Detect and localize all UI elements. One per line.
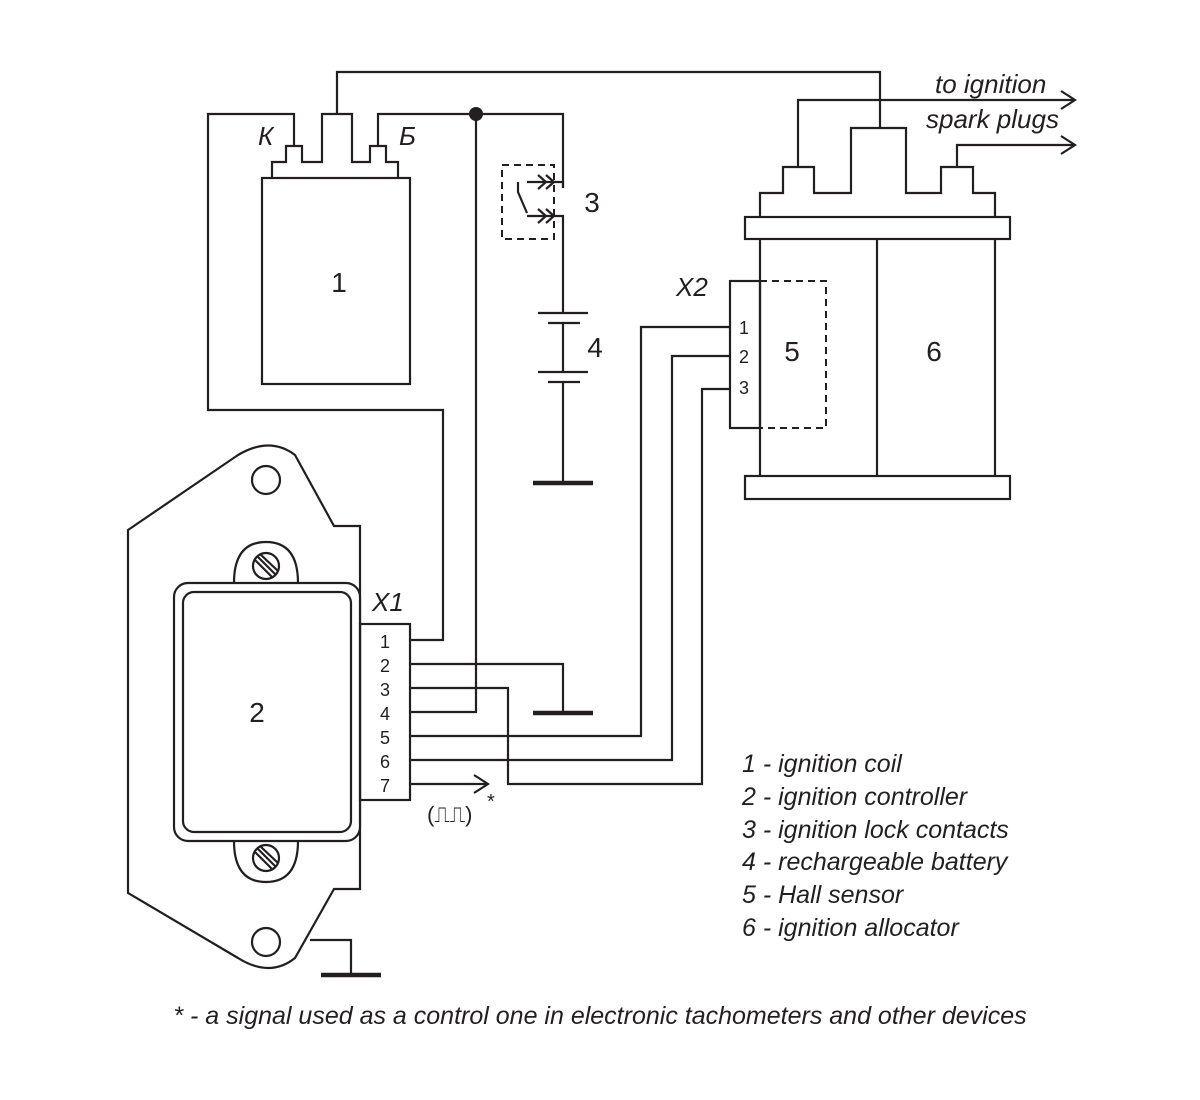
legend-item-5: 5 - Hall sensor xyxy=(742,881,905,909)
legend-item-6: 6 - ignition allocator xyxy=(742,914,960,942)
coil-terminal-k: К xyxy=(258,121,275,151)
battery-number: 4 xyxy=(587,332,603,363)
output-label-line1: to ignition xyxy=(935,69,1046,99)
ignition-lock: 3 xyxy=(501,164,600,313)
controller-number: 2 xyxy=(249,697,265,728)
ignition-controller: 2 X1 1 2 3 4 5 6 7 xyxy=(126,444,412,978)
controller-housing xyxy=(126,444,362,969)
x2-pin-3: 3 xyxy=(739,378,749,398)
allocator-number: 6 xyxy=(926,336,942,367)
wire-junction-to-lock xyxy=(476,112,565,188)
wire-coil-k-to-x1-1 xyxy=(206,112,445,642)
x1-pin-6: 6 xyxy=(380,752,390,772)
footnote: * - a signal used as a control one in el… xyxy=(173,1002,1026,1030)
wire-x1-6-to-x2-2 xyxy=(410,354,730,762)
x1-pin-1: 1 xyxy=(380,632,390,652)
allocator-base xyxy=(743,474,1012,501)
screw-boss-bottom xyxy=(232,840,300,884)
legend-item-3: 3 - ignition lock contacts xyxy=(742,816,1009,844)
x1-label: X1 xyxy=(371,587,404,617)
mount-hole-top xyxy=(250,464,282,496)
wire-junction-to-x1-4 xyxy=(410,114,478,714)
legend-item-1: 1 - ignition coil xyxy=(742,750,903,778)
coil-number: 1 xyxy=(331,267,347,298)
arrow-plug-2 xyxy=(1060,135,1078,155)
legend: 1 - ignition coil 2 - ignition controlle… xyxy=(741,750,1009,942)
coil-body xyxy=(260,176,412,386)
x1-pin-3: 3 xyxy=(380,680,390,700)
x2-pin-2: 2 xyxy=(739,347,749,367)
wire-x1-7-output xyxy=(410,774,491,794)
controller-frame-outer xyxy=(172,581,362,843)
controller-ground-wire xyxy=(310,938,353,975)
wire-to-plug-2 xyxy=(955,143,1075,167)
wire-to-plug-1 xyxy=(796,98,1075,167)
output-label-line2: spark plugs xyxy=(926,104,1059,134)
allocator-cap xyxy=(758,126,997,217)
wire-x1-3-to-x2-3 xyxy=(410,387,730,786)
ignition-coil: 1 К Б xyxy=(258,112,416,386)
controller-frame-inner xyxy=(181,590,353,834)
hall-sensor-number: 5 xyxy=(784,336,800,367)
battery: 4 xyxy=(533,311,603,486)
x1-pin-7: 7 xyxy=(380,776,390,796)
pulse-signal-mark: * xyxy=(487,791,495,813)
screw-boss-top xyxy=(232,540,300,584)
legend-item-2: 2 - ignition controller xyxy=(741,783,969,811)
ignition-allocator: 5 6 X2 1 2 3 to ignition spark plugs xyxy=(675,69,1078,501)
x2-connector[interactable] xyxy=(728,279,762,430)
arrow-plug-1 xyxy=(1060,90,1078,110)
x2-pin-1: 1 xyxy=(739,318,749,338)
x1-pin-5: 5 xyxy=(380,728,390,748)
screw-bottom xyxy=(251,843,281,873)
wire-coil-b-to-junction xyxy=(376,112,476,146)
junction-dot xyxy=(469,107,483,121)
screw-top xyxy=(251,551,281,581)
x1-connector[interactable] xyxy=(358,622,412,802)
pulse-signal-symbol: (⎍⎍) xyxy=(427,802,472,827)
wire-x1-2-to-ground xyxy=(410,662,565,713)
lock-number: 3 xyxy=(584,187,600,218)
pulse-signal: (⎍⎍) * xyxy=(427,791,495,827)
lock-contacts xyxy=(516,174,565,224)
coil-terminal-b: Б xyxy=(399,121,416,151)
wire-x1-5-to-x2-1 xyxy=(410,325,730,738)
x1-pin-2: 2 xyxy=(380,656,390,676)
x2-label: X2 xyxy=(675,272,708,302)
mount-hole-bottom xyxy=(250,926,282,958)
allocator-top-plate xyxy=(743,215,1012,241)
legend-item-4: 4 - rechargeable battery xyxy=(742,848,1009,876)
lock-dashed-box xyxy=(501,164,555,240)
x1-pin-4: 4 xyxy=(380,704,390,724)
